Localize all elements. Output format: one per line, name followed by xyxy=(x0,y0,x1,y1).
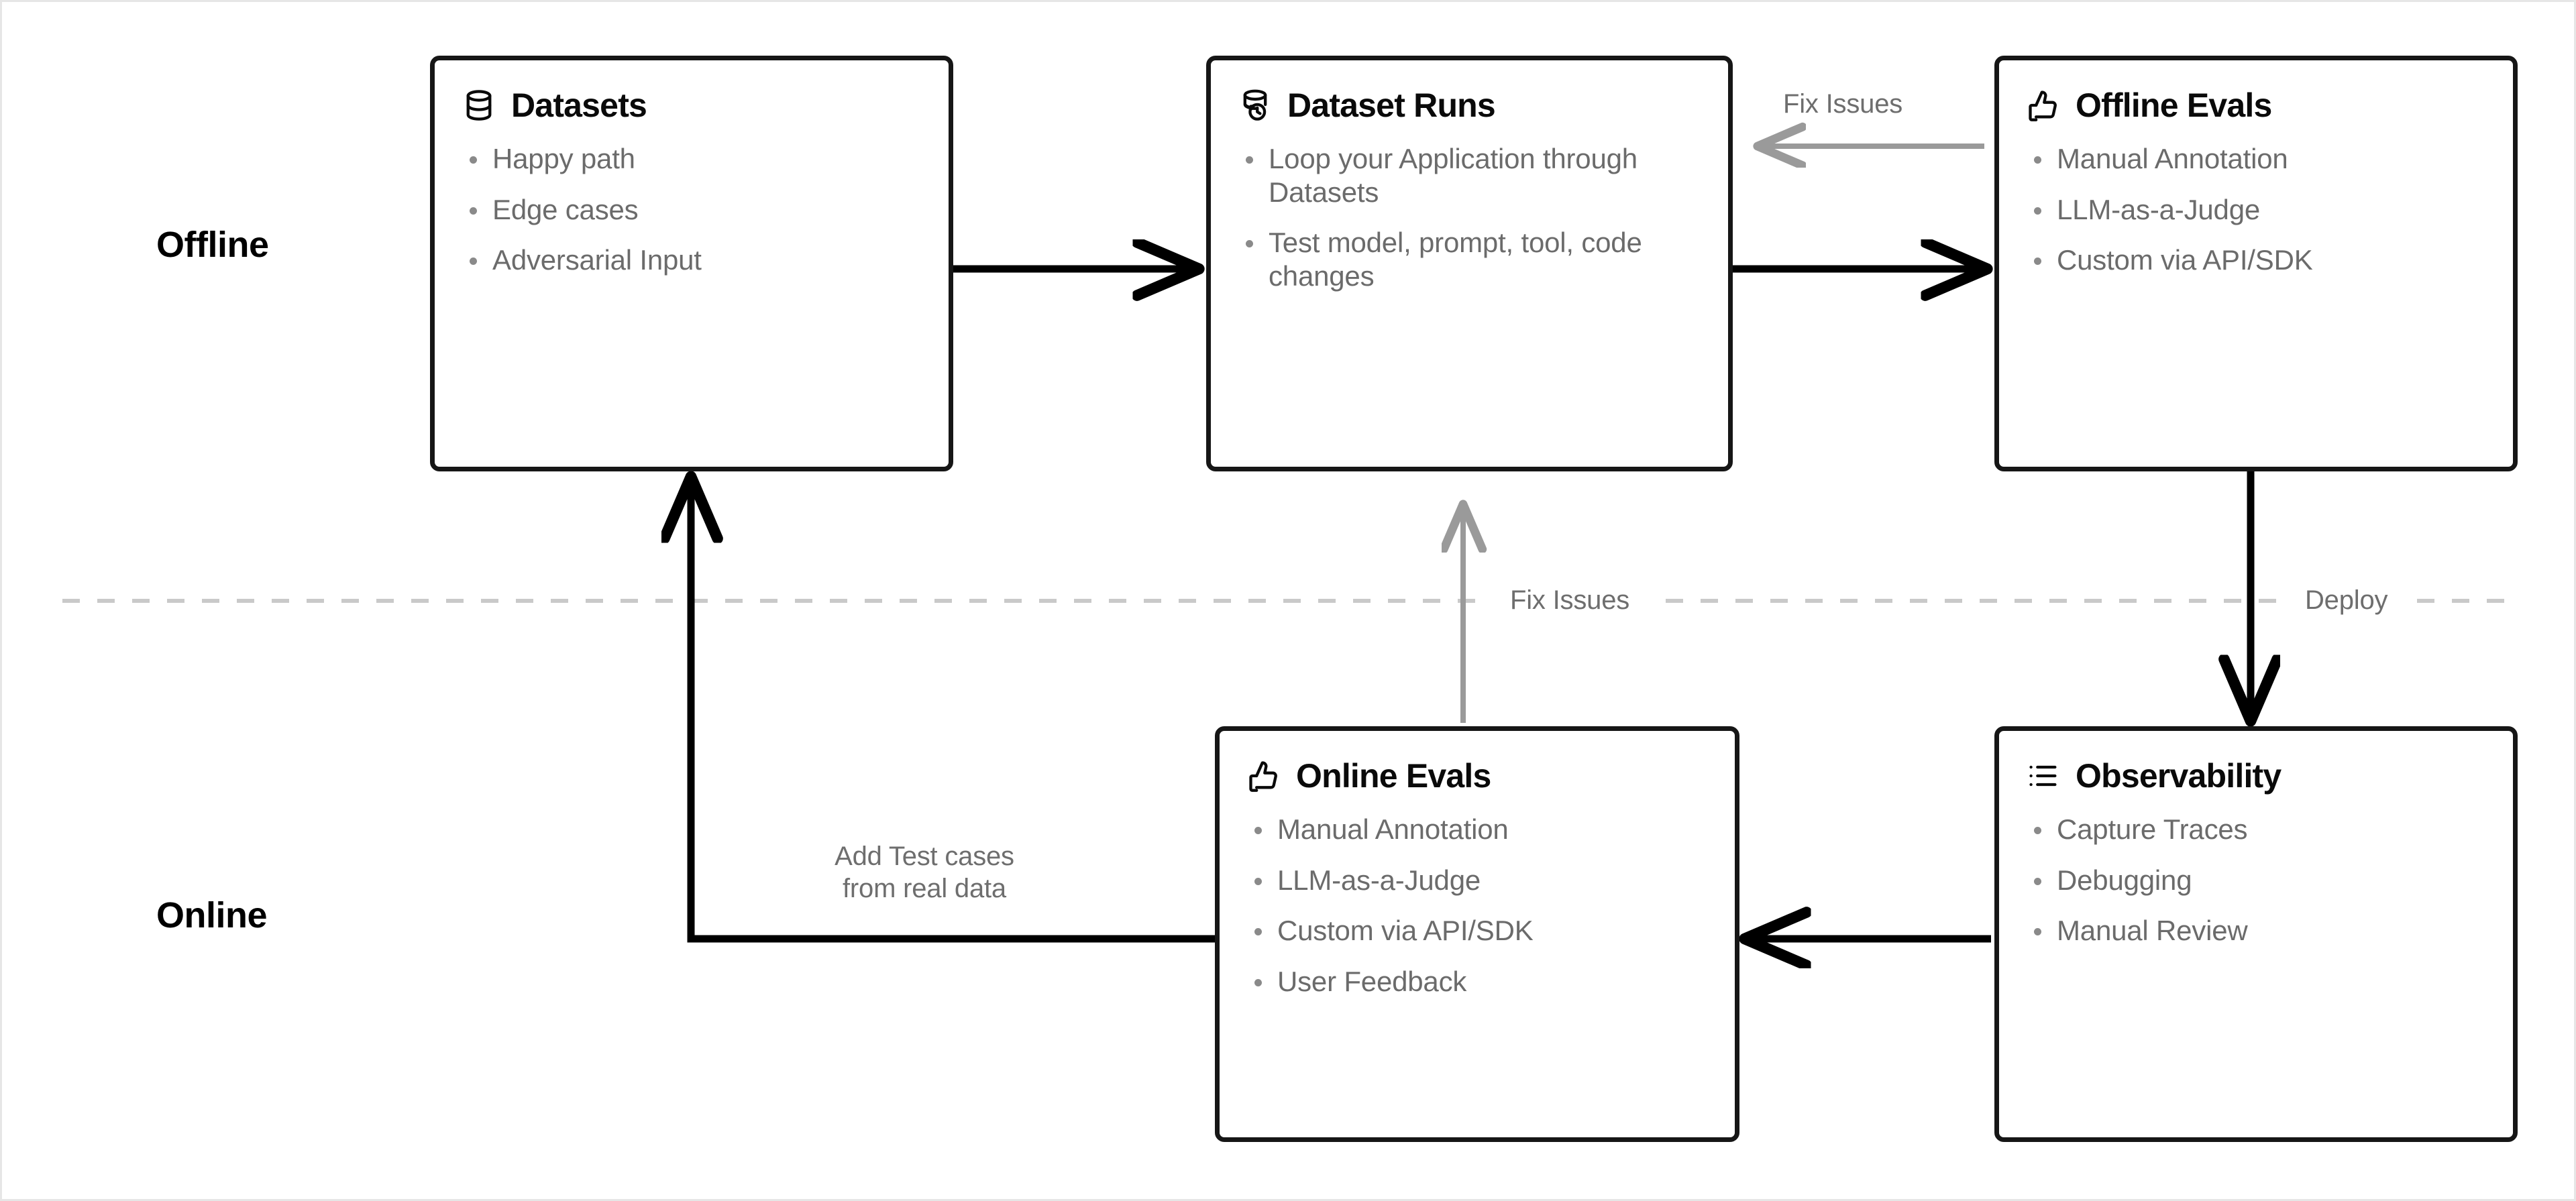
node-datasets[interactable]: Datasets Happy path Edge cases Adversari… xyxy=(430,56,953,471)
thumbs-up-icon xyxy=(1249,761,1277,792)
node-observability-title: Observability xyxy=(2076,757,2282,795)
add-test-cases-line-2: from real data xyxy=(843,874,1006,903)
node-online-evals[interactable]: Online Evals Manual Annotation LLM-as-a-… xyxy=(1215,726,1739,1142)
edge-label-add-test-cases: Add Test cases from real data xyxy=(810,840,1038,905)
list-item: User Feedback xyxy=(1246,965,1708,998)
node-datasets-bullets: Happy path Edge cases Adversarial Input xyxy=(462,142,922,277)
database-icon xyxy=(466,90,492,121)
node-datasets-title: Datasets xyxy=(511,87,647,124)
node-online-evals-header: Online Evals xyxy=(1246,756,1708,795)
thumbs-up-icon xyxy=(2029,91,2057,121)
list-item: Manual Annotation xyxy=(1246,813,1708,846)
node-offline-evals-title: Offline Evals xyxy=(2076,87,2272,124)
node-offline-evals-header: Offline Evals xyxy=(2026,86,2486,125)
node-offline-evals[interactable]: Offline Evals Manual Annotation LLM-as-a… xyxy=(1994,56,2518,471)
list-item: Happy path xyxy=(462,142,922,176)
node-online-evals-title: Online Evals xyxy=(1296,757,1491,795)
list-item: Adversarial Input xyxy=(462,243,922,277)
list-indent-icon xyxy=(2029,765,2057,787)
edge-label-fix-issues-top: Fix Issues xyxy=(1783,89,1903,119)
edge-label-fix-issues-middle: Fix Issues xyxy=(1498,585,1642,616)
list-item: Manual Annotation xyxy=(2026,142,2486,176)
database-refresh-icon xyxy=(1243,89,1267,121)
node-observability-header: Observability xyxy=(2026,756,2486,795)
add-test-cases-line-1: Add Test cases xyxy=(835,842,1014,871)
node-online-evals-bullets: Manual Annotation LLM-as-a-Judge Custom … xyxy=(1246,813,1708,998)
node-offline-evals-bullets: Manual Annotation LLM-as-a-Judge Custom … xyxy=(2026,142,2486,277)
node-dataset-runs-header: Dataset Runs xyxy=(1238,86,1701,125)
list-item: Custom via API/SDK xyxy=(1246,914,1708,948)
list-item: Loop your Application through Datasets xyxy=(1238,142,1701,209)
lane-label-offline: Offline xyxy=(156,225,269,265)
list-item: Debugging xyxy=(2026,864,2486,897)
list-item: Custom via API/SDK xyxy=(2026,243,2486,277)
node-datasets-header: Datasets xyxy=(462,86,922,125)
node-observability-bullets: Capture Traces Debugging Manual Review xyxy=(2026,813,2486,948)
edge-label-deploy: Deploy xyxy=(2293,585,2400,616)
node-dataset-runs-title: Dataset Runs xyxy=(1287,87,1496,124)
node-dataset-runs[interactable]: Dataset Runs Loop your Application throu… xyxy=(1206,56,1733,471)
list-item: LLM-as-a-Judge xyxy=(2026,193,2486,227)
list-item: Manual Review xyxy=(2026,914,2486,948)
list-item: Capture Traces xyxy=(2026,813,2486,846)
node-dataset-runs-bullets: Loop your Application through Datasets T… xyxy=(1238,142,1701,292)
list-item: LLM-as-a-Judge xyxy=(1246,864,1708,897)
list-item: Edge cases xyxy=(462,193,922,227)
node-observability[interactable]: Observability Capture Traces Debugging M… xyxy=(1994,726,2518,1142)
lane-label-online: Online xyxy=(156,895,268,935)
list-item: Test model, prompt, tool, code changes xyxy=(1238,226,1701,292)
